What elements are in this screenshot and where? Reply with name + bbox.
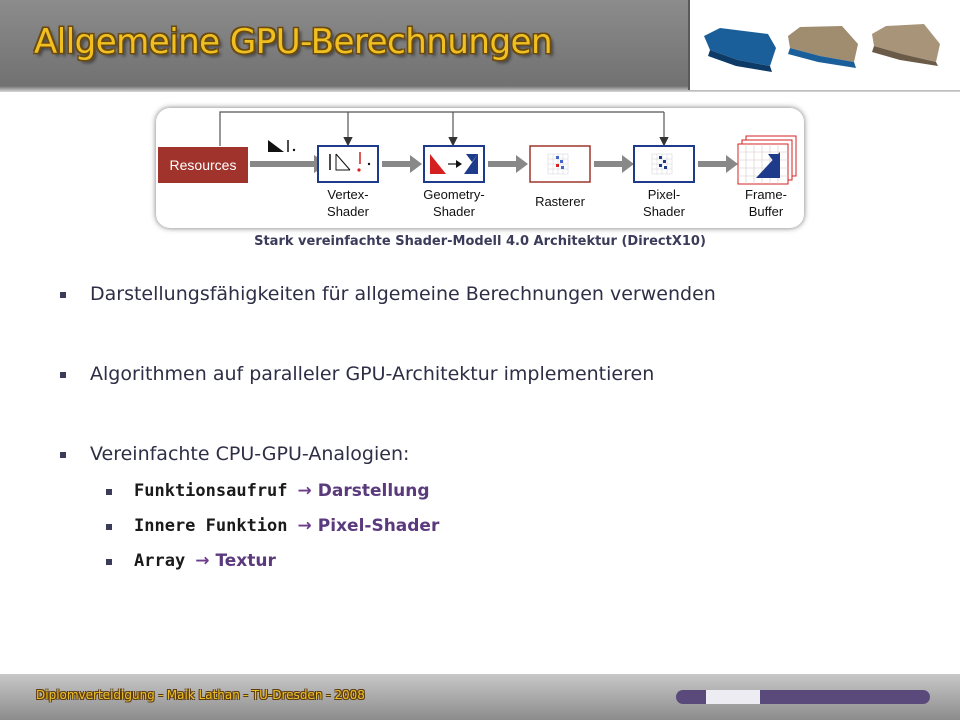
- stage-label-geometry-2: Shader: [433, 204, 476, 219]
- terrain-thumbnail-mixed: [788, 26, 858, 68]
- sub-bullet-square-icon: [106, 524, 112, 530]
- arrow-4: [698, 155, 738, 173]
- resources-label: Resources: [170, 157, 237, 173]
- pixel-shader-box: [633, 145, 695, 183]
- bullet-square-icon: [60, 452, 66, 458]
- analogy-cpu-term: Funktionsaufruf: [134, 481, 288, 501]
- bullet-list: Darstellungsfähigkeiten für allgemeine B…: [58, 282, 918, 585]
- stage-label-rasterer: Rasterer: [535, 194, 586, 209]
- frame-buffer-stack: [737, 135, 797, 185]
- stage-label-geometry-1: Geometry-: [423, 187, 484, 202]
- analogy-item: Innere Funktion →Pixel-Shader: [58, 515, 918, 537]
- terrain-thumbnail-brown: [872, 24, 940, 66]
- analogy-item: Funktionsaufruf →Darstellung: [58, 480, 918, 502]
- stage-label-pixel-1: Pixel-: [648, 187, 681, 202]
- analogy-cpu-term: Array: [134, 551, 186, 571]
- bullet-text: Algorithmen auf paralleler GPU-Architekt…: [90, 363, 655, 385]
- bullet-text: Darstellungsfähigkeiten für allgemeine B…: [90, 283, 716, 305]
- rasterer-box: [529, 145, 591, 183]
- resources-arrow: [250, 140, 328, 173]
- right-arrow-icon: →: [195, 551, 210, 571]
- header-shadow: [0, 86, 960, 92]
- bullet-text: Vereinfachte CPU-GPU-Analogien:: [90, 443, 410, 465]
- analogy-gpu-term: Pixel-Shader: [317, 516, 440, 536]
- terrain-thumbnails: [688, 0, 960, 90]
- bullet-item: Darstellungsfähigkeiten für allgemeine B…: [58, 282, 918, 306]
- bullet-square-icon: [60, 372, 66, 378]
- slide-title: Allgemeine GPU-Berechnungen: [34, 22, 553, 62]
- slide-progress-bar: [676, 690, 930, 704]
- analogy-gpu-term: Darstellung: [317, 481, 430, 501]
- sub-bullet-square-icon: [106, 559, 112, 565]
- analogy-cpu-term: Innere Funktion: [134, 516, 288, 536]
- right-arrow-icon: →: [297, 516, 312, 536]
- resource-feed-lines: [219, 111, 669, 147]
- vertex-shader-box: [317, 145, 379, 183]
- stage-label-vertex-1: Vertex-: [327, 187, 368, 202]
- bullet-item: Algorithmen auf paralleler GPU-Architekt…: [58, 362, 918, 386]
- analogy-gpu-term: Textur: [215, 551, 276, 571]
- arrow-2: [488, 155, 528, 173]
- footer-text: Diplomverteidigung - Maik Lathan - TU-Dr…: [36, 688, 365, 702]
- resources-box: [158, 147, 248, 183]
- bullet-item: Vereinfachte CPU-GPU-Analogien:: [58, 442, 918, 466]
- geometry-shader-box: [423, 145, 485, 183]
- bullet-square-icon: [60, 292, 66, 298]
- stage-label-vertex-2: Shader: [327, 204, 370, 219]
- stage-label-frame-1: Frame-: [745, 187, 787, 202]
- shader-pipeline-diagram: Resources: [156, 108, 804, 228]
- progress-highlight: [706, 690, 760, 704]
- stage-label-frame-2: Buffer: [749, 204, 784, 219]
- diagram-caption: Stark vereinfachte Shader-Modell 4.0 Arc…: [254, 234, 706, 249]
- sub-bullet-square-icon: [106, 489, 112, 495]
- arrow-1: [382, 155, 422, 173]
- arrow-3: [594, 155, 634, 173]
- stage-label-pixel-2: Shader: [643, 204, 686, 219]
- analogy-item: Array →Textur: [58, 550, 918, 572]
- terrain-thumbnail-blue: [704, 28, 776, 72]
- right-arrow-icon: →: [297, 481, 312, 501]
